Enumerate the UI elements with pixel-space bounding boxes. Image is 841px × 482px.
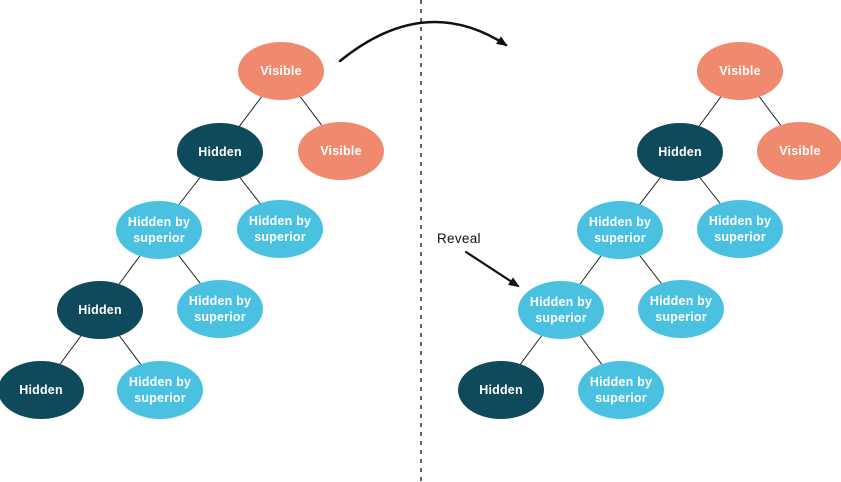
tree-edge xyxy=(158,151,221,231)
tree-edge xyxy=(679,151,741,230)
tree-edge xyxy=(99,309,161,391)
tree-edge xyxy=(619,229,682,310)
tree-edge xyxy=(500,309,562,391)
tree-edge xyxy=(560,229,621,311)
tree-edge xyxy=(40,309,101,391)
tree-edge xyxy=(560,309,622,391)
tree-edge xyxy=(158,229,221,310)
tree-edge xyxy=(219,151,281,230)
reveal-label: Reveal xyxy=(437,231,481,246)
tree-edge xyxy=(739,70,801,152)
transition-arrow-icon xyxy=(338,20,508,63)
tree-edge xyxy=(219,70,282,153)
tree-edge xyxy=(280,70,342,152)
tree-edge xyxy=(619,151,681,231)
reveal-arrow-icon xyxy=(464,250,520,288)
tree-edge xyxy=(99,229,160,311)
tree-edge xyxy=(679,70,741,153)
